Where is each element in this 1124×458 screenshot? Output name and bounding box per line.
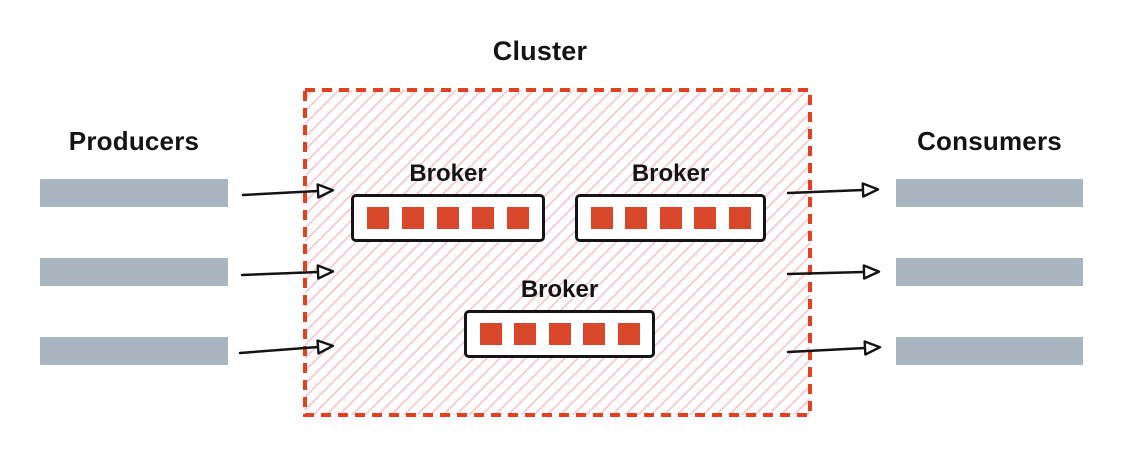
consumer-arrow — [786, 264, 881, 280]
partition-square — [548, 323, 571, 345]
broker-box — [464, 310, 655, 358]
consumer-bar — [896, 258, 1083, 286]
partition-square — [590, 207, 613, 229]
consumer-bar — [896, 179, 1083, 207]
consumer-arrow — [786, 340, 882, 356]
consumers-label: Consumers — [917, 126, 1062, 156]
partition-square — [402, 207, 424, 229]
producer-bar — [40, 179, 228, 207]
partition-square — [728, 207, 751, 229]
broker-box — [351, 194, 545, 242]
broker-group: Broker — [464, 276, 655, 358]
partition-square — [583, 323, 605, 345]
producers-label: Producers — [68, 126, 200, 156]
consumer-arrow — [786, 182, 880, 198]
cluster-boundary — [303, 88, 812, 417]
partition-square — [659, 207, 682, 229]
partition-square — [472, 207, 494, 229]
cluster-title: Cluster — [492, 36, 588, 66]
broker-group: Broker — [575, 160, 766, 242]
partition-square — [625, 207, 647, 229]
broker-label: Broker — [409, 160, 487, 187]
partition-square — [367, 207, 389, 229]
broker-group: Broker — [351, 160, 545, 242]
producer-bars — [40, 179, 228, 365]
producer-arrow — [240, 264, 335, 280]
partition-square — [694, 207, 716, 229]
producer-bar — [40, 337, 228, 365]
broker-box — [575, 194, 766, 242]
broker-label: Broker — [631, 160, 710, 187]
producer-arrow — [238, 339, 335, 355]
consumer-bars — [896, 179, 1083, 365]
partition-square — [617, 323, 640, 345]
partition-square — [507, 207, 529, 229]
producer-arrow — [241, 183, 335, 199]
broker-label: Broker — [520, 276, 599, 303]
partition-square — [479, 323, 502, 345]
producer-bar — [40, 258, 228, 286]
partition-square — [437, 207, 459, 229]
partition-square — [514, 323, 536, 345]
consumer-bar — [896, 337, 1083, 365]
